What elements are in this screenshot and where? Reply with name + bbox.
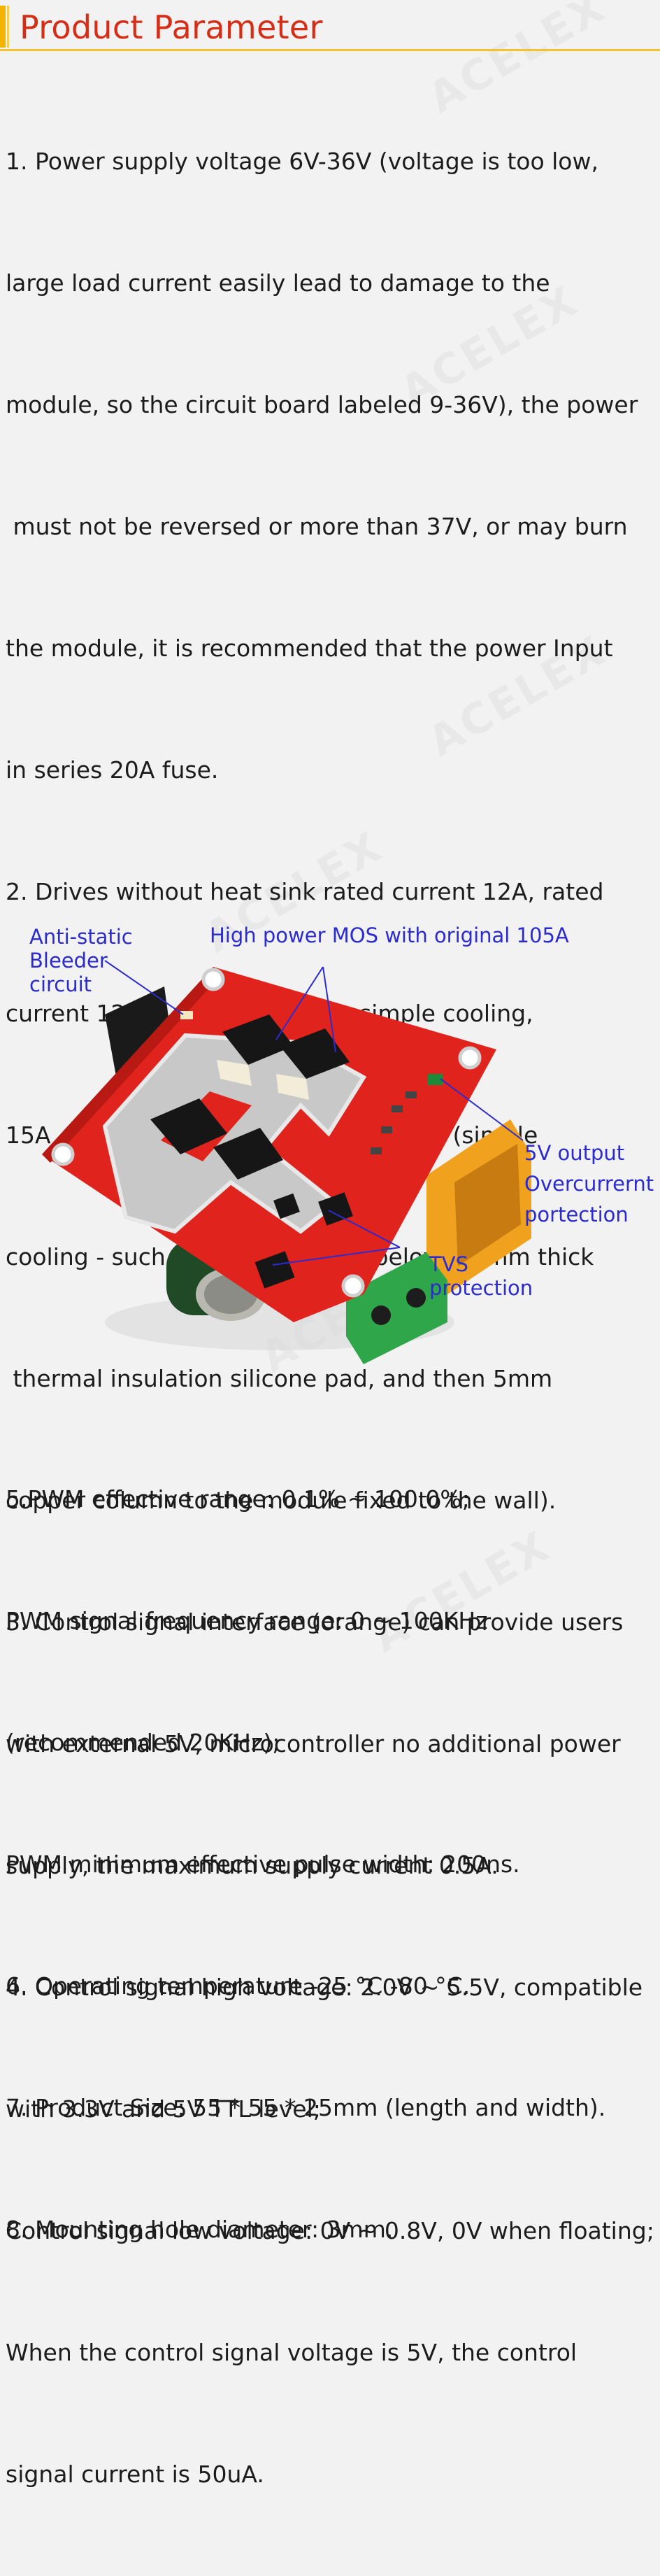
green-connector: [346, 1252, 447, 1364]
text-line: 1. Power supply voltage 6V-36V (voltage …: [6, 148, 598, 175]
text-line: must not be reversed or more than 37V, o…: [6, 513, 628, 540]
parameter-list-2: 5.PWM effective range: 0.1% ~ 100.0%; PW…: [6, 1398, 605, 2331]
module-photo-figure: Anti-static Bleeder circuit High power M…: [0, 903, 660, 1392]
callout-tvs: TVS protection: [429, 1252, 533, 1300]
text-line: signal current is 50uA.: [6, 2461, 264, 2488]
pcb-module-illustration: [42, 960, 531, 1364]
text-line: 5.PWM effective range: 0.1% ~ 100.0%;: [6, 1485, 470, 1513]
text-line: 8. Mounting hole diameter: 3mm.: [6, 2216, 394, 2243]
text-line: large load current easily lead to damage…: [6, 269, 550, 297]
text-line: (recommended 20KHz);: [6, 1729, 280, 1756]
header-accent-bar-light: [7, 6, 9, 48]
text-line: 2. Drives without heat sink rated curren…: [6, 878, 604, 905]
section-header: Product Parameter: [0, 0, 660, 53]
text-line: thermal insulation silicone pad, and the…: [6, 1365, 553, 1392]
text-line: PWM minimum effective pulse width: 200ns…: [6, 1850, 520, 1878]
page-title: Product Parameter: [20, 8, 323, 46]
text-line: 6. Operating temperature -25 °C -80 °C.: [6, 1972, 471, 2000]
product-parameter-page: ACELEX ACELEX ACELEX ACELEX ACELEX ACELE…: [0, 0, 660, 2488]
text-line: module, so the circuit board labeled 9-3…: [6, 391, 638, 418]
callout-anti-static: Anti-static Bleeder circuit: [29, 925, 133, 996]
callout-5v-output: 5V output Overcurrernt portection: [524, 1141, 654, 1226]
header-accent-bar: [0, 6, 6, 48]
text-line: copper column to the module fixed to the…: [6, 1487, 557, 1514]
header-underline: [0, 49, 660, 51]
text-line: in series 20A fuse.: [6, 756, 219, 784]
text-line: PWM signal frequency range: 0 ~ 100KHz: [6, 1607, 488, 1634]
text-line: 3. Control signal interface (orange) can…: [6, 1608, 624, 1636]
text-line: 7. Product Size: 55 * 55 * 25mm (length …: [6, 2094, 606, 2121]
callout-mos: High power MOS with original 105A: [210, 923, 569, 947]
text-line: the module, it is recommended that the p…: [6, 635, 613, 662]
text-line: When the control signal voltage is 5V, t…: [6, 2339, 578, 2366]
